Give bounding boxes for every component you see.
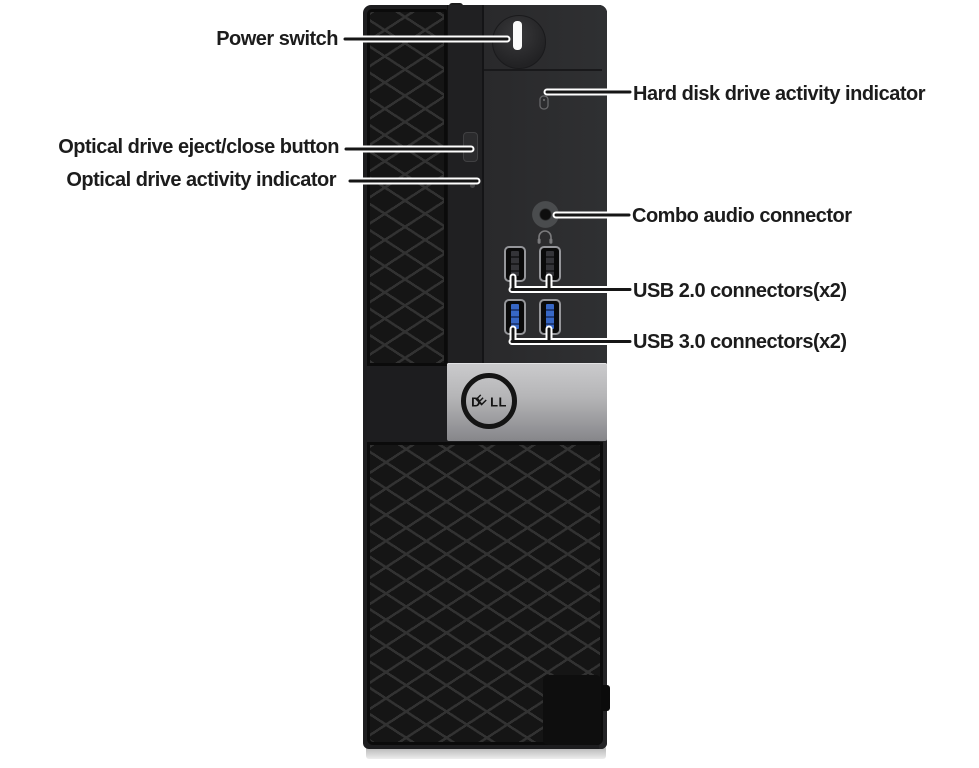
label-audio: Combo audio connector (632, 205, 852, 227)
optical-activity-led (470, 183, 475, 188)
usb-tongue (546, 251, 554, 276)
usb3-port (504, 299, 526, 335)
tower-base-shadow (366, 746, 606, 759)
mesh-grille-upper (367, 9, 447, 366)
optical-drive-slot (447, 5, 484, 366)
front-bottom-panel (543, 675, 601, 745)
dell-logo: DELL (461, 373, 517, 429)
label-optical-indicator: Optical drive activity indicator (66, 169, 336, 191)
power-button (492, 15, 546, 69)
power-icon (513, 21, 522, 50)
side-latch (603, 685, 610, 711)
usb2-port (539, 246, 561, 282)
usb-tongue (511, 251, 519, 276)
panel-seam (484, 69, 602, 71)
combo-audio-jack (532, 201, 559, 228)
desktop-tower: DELL (363, 3, 610, 749)
mesh-grille-lower (367, 442, 603, 745)
usb-tongue (511, 304, 519, 329)
label-hdd-indicator: Hard disk drive activity indicator (633, 83, 926, 105)
optical-eject-button (463, 132, 478, 162)
usb2-port (504, 246, 526, 282)
label-optical-eject: Optical drive eject/close button (58, 136, 339, 158)
usb-tongue (546, 304, 554, 329)
label-usb2: USB 2.0 connectors(x2) (633, 280, 847, 302)
label-power-switch: Power switch (216, 28, 338, 50)
dell-logo-text: DELL (471, 391, 507, 409)
usb3-port (539, 299, 561, 335)
label-usb3: USB 3.0 connectors(x2) (633, 331, 847, 353)
